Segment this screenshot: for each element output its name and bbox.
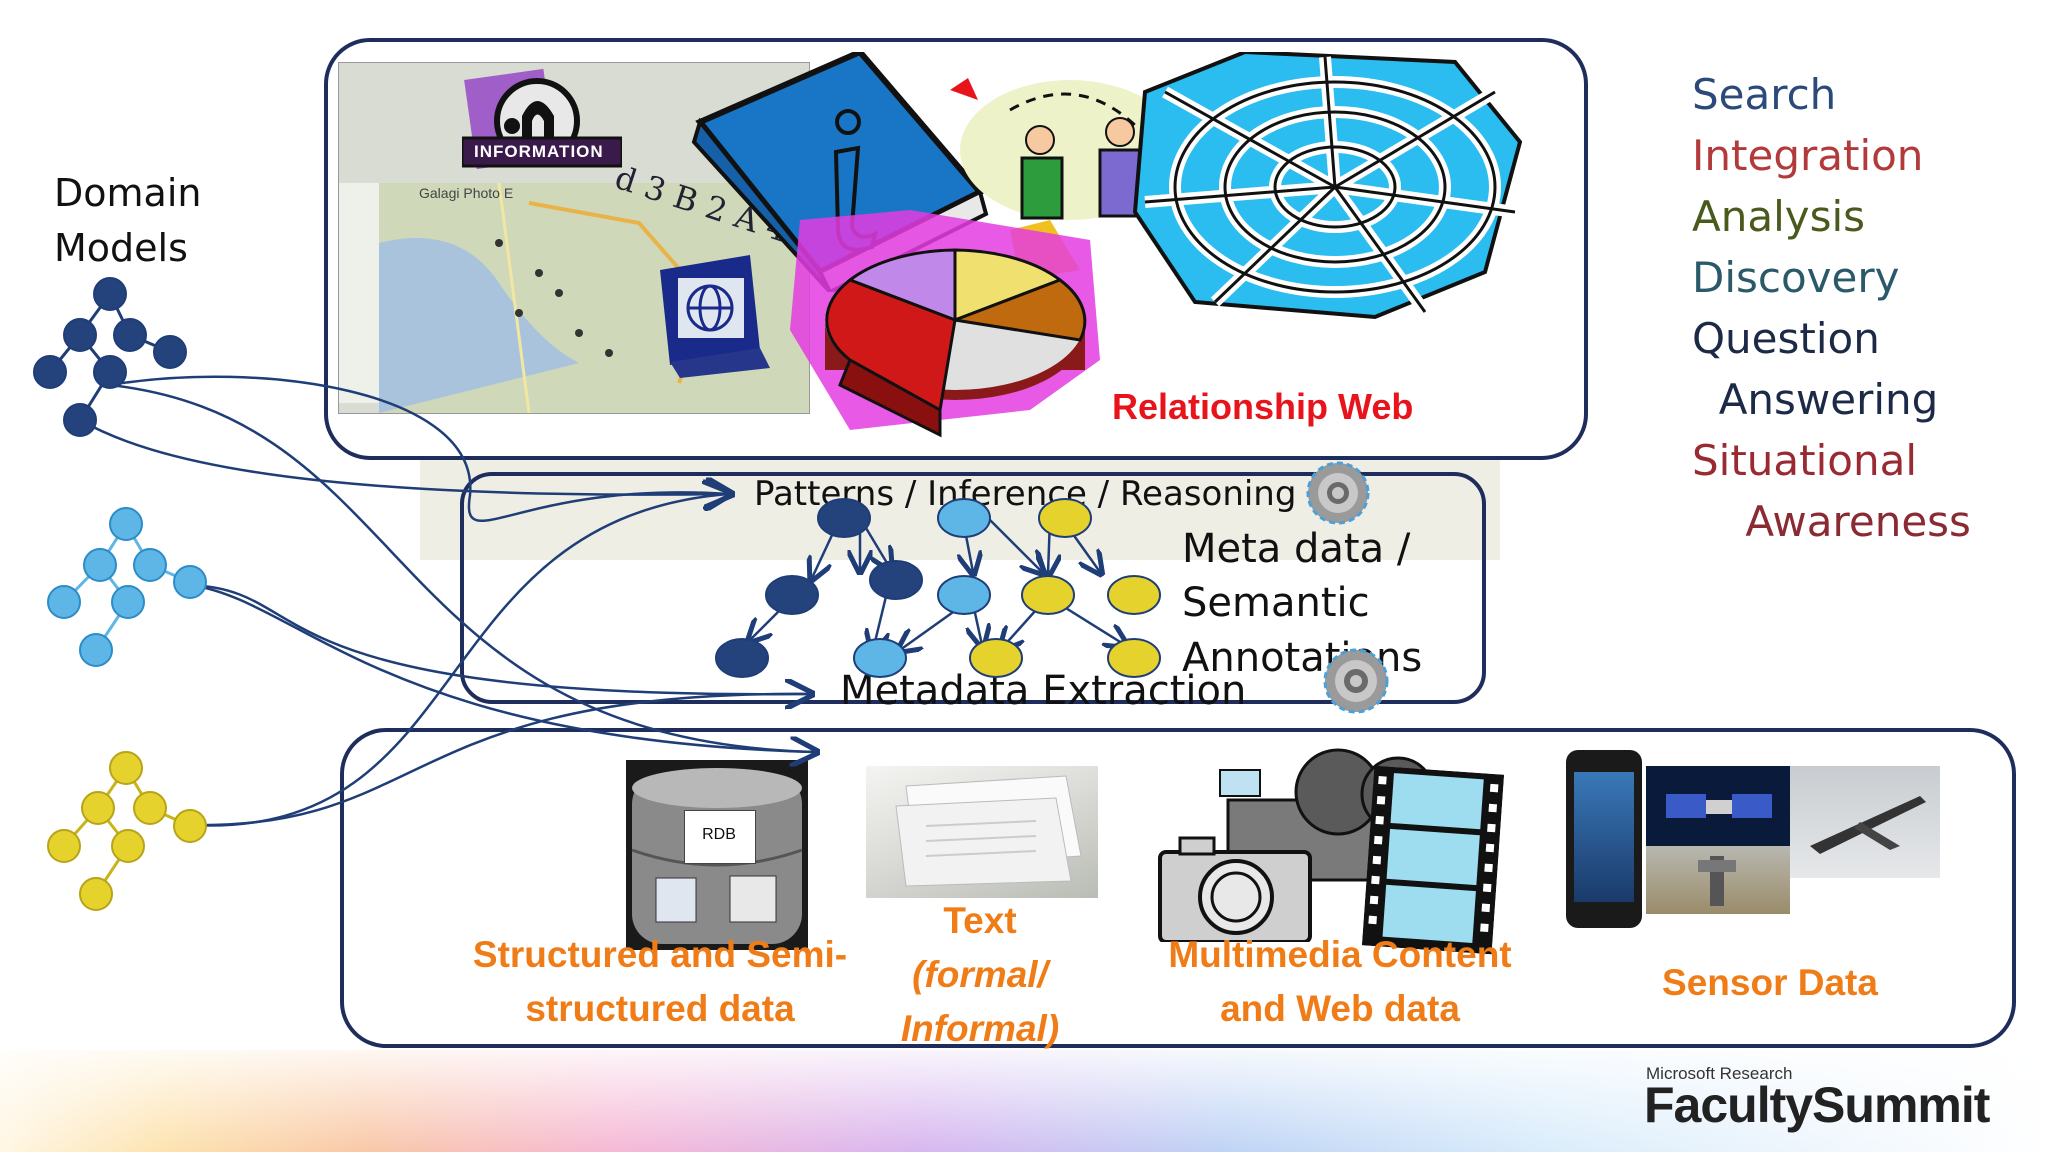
navy-node bbox=[153, 335, 187, 369]
structured-line-1: Structured and Semi- bbox=[472, 934, 848, 975]
meta-node bbox=[1021, 575, 1075, 615]
meta-node bbox=[969, 638, 1023, 678]
meta-line-1: Meta data / bbox=[1182, 526, 1411, 572]
meta-node bbox=[1038, 498, 1092, 538]
map-caption: Galagi Photo E bbox=[419, 185, 514, 201]
capability-item: Discovery bbox=[1692, 253, 1900, 302]
bottom-panel bbox=[340, 728, 2016, 1048]
meta-node bbox=[715, 638, 769, 678]
light-node bbox=[111, 585, 145, 619]
yellow-node bbox=[47, 829, 81, 863]
spider-web-icon bbox=[1125, 49, 1525, 322]
semantic-graph bbox=[715, 498, 1161, 678]
text-line-2: (formal/ bbox=[912, 954, 1048, 995]
capability-item: Situational bbox=[1692, 436, 1918, 485]
structured-line-2: structured data bbox=[525, 988, 795, 1029]
meta-node bbox=[1107, 638, 1161, 678]
light-node bbox=[79, 633, 113, 667]
metadata-extraction-label: Metadata Extraction bbox=[840, 668, 1247, 714]
relationship-web-label: Relationship Web bbox=[1112, 386, 1414, 427]
text-line-1: Text bbox=[943, 900, 1017, 941]
capability-item: Search bbox=[1692, 70, 1837, 119]
multimedia-line-1: Multimedia Content bbox=[1168, 934, 1512, 975]
top-panel bbox=[324, 38, 1588, 460]
meta-node bbox=[817, 498, 871, 538]
gear-icon-2 bbox=[1314, 646, 1398, 716]
capability-item: Question bbox=[1692, 314, 1880, 363]
sensor-data-label: Sensor Data bbox=[1662, 962, 1878, 1003]
middle-panel bbox=[460, 472, 1486, 704]
map-sidebar bbox=[339, 183, 379, 403]
capability-item: Awareness bbox=[1692, 497, 1971, 546]
yellow-node bbox=[79, 877, 113, 911]
navy-node bbox=[63, 403, 97, 437]
light-node bbox=[109, 507, 143, 541]
meta-node bbox=[937, 498, 991, 538]
navy-node bbox=[93, 355, 127, 389]
yellow-node bbox=[111, 829, 145, 863]
yellow-node bbox=[173, 809, 207, 843]
meta-node bbox=[853, 638, 907, 678]
rdb-label: RDB bbox=[702, 826, 736, 843]
yellow-node bbox=[109, 751, 143, 785]
database-icon: RDB bbox=[626, 760, 808, 950]
meta-node bbox=[1107, 575, 1161, 615]
meta-node bbox=[765, 575, 819, 615]
brand-small: Microsoft Research bbox=[1646, 1064, 1793, 1083]
capability-item: Answering bbox=[1692, 375, 1939, 424]
brand-large: FacultySummit bbox=[1644, 1077, 1990, 1133]
phone-screen bbox=[1574, 772, 1634, 902]
phone-icon bbox=[1566, 750, 1642, 928]
capability-item: Integration bbox=[1692, 131, 1924, 180]
meta-node bbox=[937, 575, 991, 615]
pie-chart-icon bbox=[790, 210, 1110, 440]
capabilities-list: Search Integration Analysis Discovery Qu… bbox=[1692, 64, 1971, 552]
information-sign-label: INFORMATION bbox=[474, 142, 604, 161]
light-node bbox=[133, 548, 167, 582]
film-strip-icon bbox=[1361, 765, 1505, 955]
navy-node bbox=[113, 318, 147, 352]
ground-sensor-image bbox=[1646, 846, 1790, 914]
text-line-3: Informal) bbox=[900, 1008, 1060, 1049]
yellow-node bbox=[133, 791, 167, 825]
navy-node bbox=[63, 318, 97, 352]
domain-models-label: Domain Models bbox=[54, 171, 202, 270]
meta-node bbox=[869, 560, 923, 600]
light-node bbox=[83, 548, 117, 582]
navy-node bbox=[33, 355, 67, 389]
light-node bbox=[47, 585, 81, 619]
meta-line-2: Semantic bbox=[1182, 580, 1370, 626]
drone-image bbox=[1790, 766, 1940, 878]
footer-gradient bbox=[0, 1050, 2048, 1152]
computer-globe-icon bbox=[640, 250, 780, 380]
satellite-image bbox=[1646, 766, 1790, 846]
papers-image bbox=[866, 766, 1098, 898]
navy-node bbox=[93, 277, 127, 311]
rdb-box bbox=[684, 810, 756, 864]
gear-icon bbox=[1296, 460, 1380, 526]
light-node bbox=[173, 565, 207, 599]
capability-item: Analysis bbox=[1692, 192, 1866, 241]
yellow-node bbox=[81, 791, 115, 825]
multimedia-line-2: and Web data bbox=[1220, 988, 1460, 1029]
